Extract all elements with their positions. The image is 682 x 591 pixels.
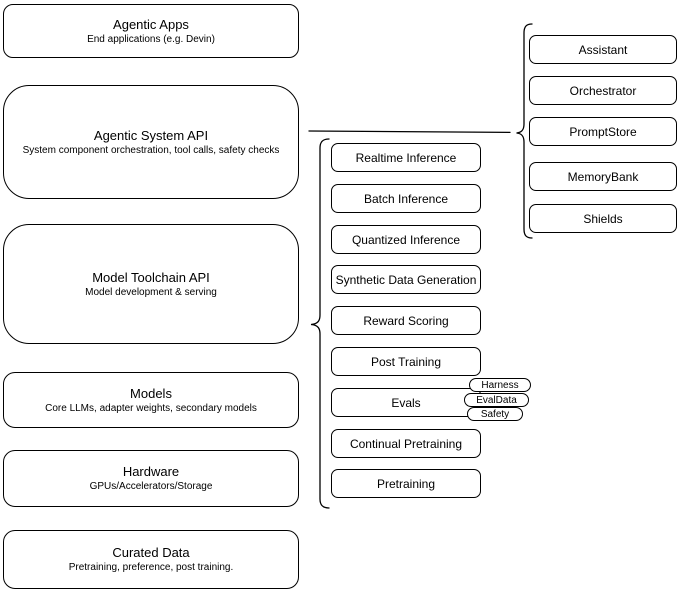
component-box-assistant: Assistant (529, 35, 677, 64)
service-label: Synthetic Data Generation (335, 272, 477, 287)
component-box-promptstore: PromptStore (529, 117, 677, 146)
pill-label: Harness (481, 379, 519, 391)
layer-box-models: Models Core LLMs, adapter weights, secon… (3, 372, 299, 428)
layer-subtitle: GPUs/Accelerators/Storage (89, 481, 213, 492)
layer-title: Hardware (122, 464, 180, 479)
pill-label: Safety (480, 408, 510, 420)
service-label: Batch Inference (363, 191, 449, 206)
layer-title: Models (130, 385, 172, 401)
component-box-orchestrator: Orchestrator (529, 76, 677, 105)
system-connector-line (308, 130, 511, 134)
service-label: Post Training (370, 354, 442, 369)
layer-box-agentic-apps: Agentic Apps End applications (e.g. Devi… (3, 4, 299, 58)
evals-tag-evaldata: EvalData (464, 393, 529, 407)
component-label: MemoryBank (567, 169, 639, 184)
layer-title: Agentic System API (93, 127, 209, 143)
component-box-memorybank: MemoryBank (529, 162, 677, 191)
layer-title: Model Toolchain API (92, 269, 210, 285)
evals-tag-safety: Safety (467, 407, 523, 421)
service-label: Quantized Inference (351, 232, 461, 247)
layer-box-curated-data: Curated Data Pretraining, preference, po… (3, 530, 299, 589)
component-label: Shields (583, 211, 623, 226)
layer-box-hardware: Hardware GPUs/Accelerators/Storage (3, 450, 299, 507)
pill-label: EvalData (476, 394, 517, 406)
layer-subtitle: End applications (e.g. Devin) (87, 33, 215, 45)
service-box-evals: Evals (331, 388, 481, 417)
service-box-pretraining: Pretraining (331, 469, 481, 498)
layer-box-model-toolchain-api: Model Toolchain API Model development & … (3, 224, 299, 344)
component-label: Assistant (578, 42, 628, 57)
service-box-batch-inference: Batch Inference (331, 184, 481, 213)
service-label: Continual Pretraining (349, 436, 463, 451)
service-label: Pretraining (376, 476, 436, 491)
service-box-quantized-inference: Quantized Inference (331, 225, 481, 254)
service-label: Realtime Inference (355, 150, 457, 165)
layer-box-agentic-system-api: Agentic System API System component orch… (3, 85, 299, 199)
service-box-realtime-inference: Realtime Inference (331, 143, 481, 172)
service-box-continual-pretraining: Continual Pretraining (331, 429, 481, 458)
layer-subtitle: Core LLMs, adapter weights, secondary mo… (45, 402, 257, 414)
service-box-post-training: Post Training (331, 347, 481, 376)
component-box-shields: Shields (529, 204, 677, 233)
service-label: Evals (391, 395, 421, 410)
component-label: PromptStore (569, 124, 637, 139)
evals-tag-harness: Harness (469, 378, 531, 392)
system-components-brace (516, 23, 533, 239)
layer-subtitle: System component orchestration, tool cal… (22, 144, 280, 156)
service-box-reward-scoring: Reward Scoring (331, 306, 481, 335)
layer-title: Curated Data (112, 545, 190, 560)
toolchain-services-brace (310, 138, 330, 509)
component-label: Orchestrator (569, 83, 637, 98)
service-label: Reward Scoring (363, 313, 449, 328)
layer-title: Agentic Apps (113, 16, 189, 32)
service-box-synthetic-data-generation: Synthetic Data Generation (331, 265, 481, 294)
layer-subtitle: Pretraining, preference, post training. (68, 562, 234, 573)
layer-subtitle: Model development & serving (85, 286, 217, 298)
